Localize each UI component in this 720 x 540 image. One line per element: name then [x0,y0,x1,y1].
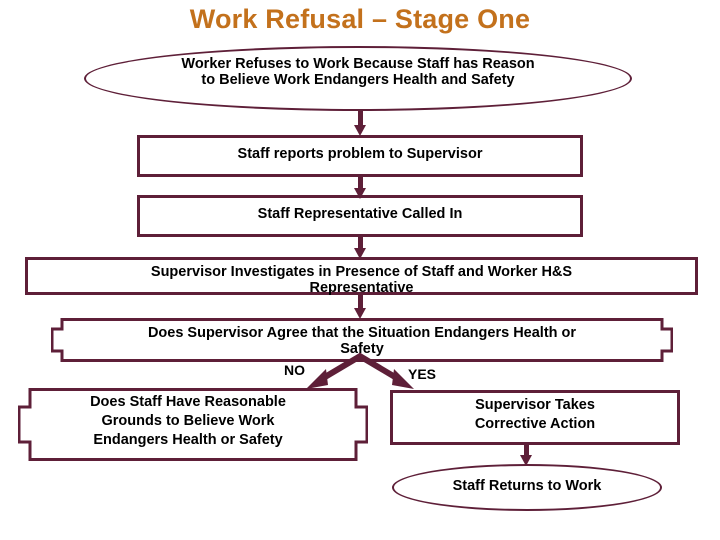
branch-label-yes: YES [408,366,437,382]
node-supervisor-takes-corrective-action[interactable] [390,390,680,445]
arrow-head-icon [354,248,366,259]
connector-shaft [358,237,363,251]
arrow-head-icon [520,455,532,466]
connector-rep-to-investigates [354,237,366,259]
connector-start-to-report [354,110,366,136]
node-worker-refuses[interactable] [84,46,632,111]
hexagon-outline-icon [18,388,368,461]
arrow-head-icon [354,125,366,136]
page-title: Work Refusal – Stage One [189,4,531,34]
connector-shaft [524,444,529,458]
connector-decision-to-yes [356,352,414,389]
connector-shaft [358,177,363,191]
connector-report-to-rep [354,177,366,199]
connector-investigates-to-decision [354,295,366,319]
connector-decision-to-no [306,352,364,389]
node-staff-returns-to-work[interactable] [392,464,662,511]
connector-corrective-to-returns [520,444,532,468]
node-does-supervisor-agree[interactable] [51,318,673,362]
connector-shaft [358,295,363,311]
hexagon-outline-icon [51,318,673,362]
node-does-staff-have-reasonable-grounds[interactable] [18,388,368,461]
arrow-head-icon [354,188,366,199]
connector-shaft [358,110,363,128]
node-staff-representative-called-in[interactable] [137,195,583,237]
branch-label-no: NO [284,362,305,378]
node-staff-reports-problem[interactable] [137,135,583,177]
node-supervisor-investigates[interactable] [25,257,698,295]
arrow-head-icon [354,308,366,319]
